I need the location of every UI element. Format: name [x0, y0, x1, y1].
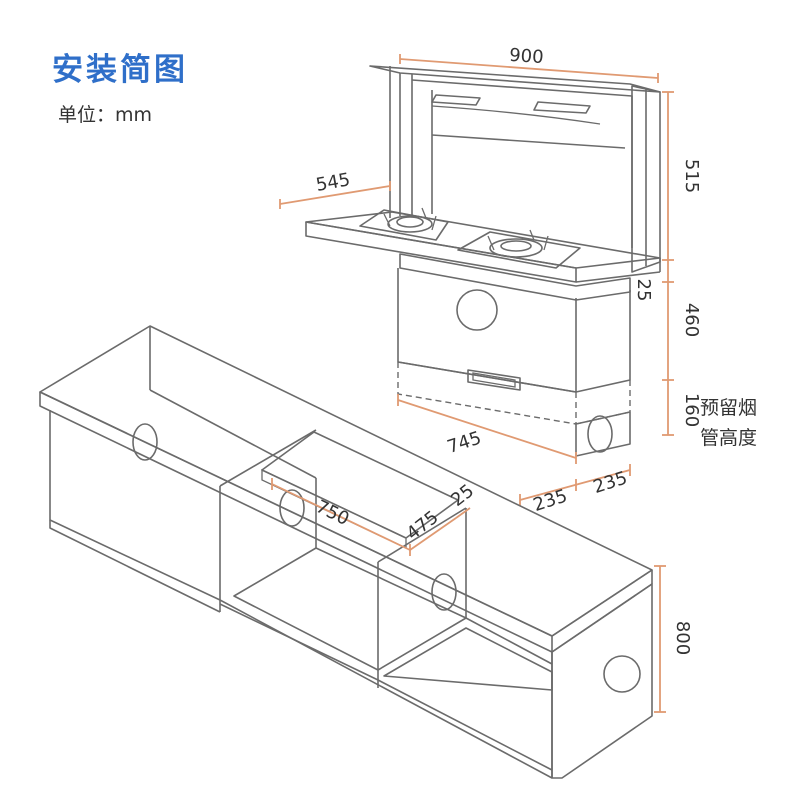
dim-panel-height: 515 [681, 159, 702, 193]
unit-label: 单位：mm [58, 104, 153, 126]
dim-body-height: 460 [681, 303, 702, 337]
dim-width-top: 900 [509, 45, 545, 68]
dim-cutout-margin: 25 [447, 480, 478, 511]
page-title: 安装简图 [52, 52, 188, 88]
dim-side-left: 235 [531, 485, 570, 516]
reserve-note-line-2: 管高度 [700, 427, 758, 449]
stove-dimensions: 900 545 515 25 460 160 745 [279, 45, 702, 516]
reserve-flue-height-note: 预留烟 管高度 [700, 393, 757, 453]
cabinet-dimensions: 750 475 25 800 [271, 478, 693, 713]
dim-cutout-width: 475 [403, 507, 443, 545]
dim-depth-top: 545 [314, 169, 351, 196]
dim-counter-offset: 25 [633, 279, 654, 302]
stove-unit [305, 65, 661, 457]
reserve-note-line-1: 预留烟 [700, 397, 758, 419]
dim-reserve-height: 160 [681, 393, 702, 427]
dim-cabinet-height: 800 [672, 621, 693, 655]
dim-side-right: 235 [591, 467, 630, 498]
dim-body-width: 745 [445, 427, 484, 458]
cabinet [39, 325, 653, 779]
